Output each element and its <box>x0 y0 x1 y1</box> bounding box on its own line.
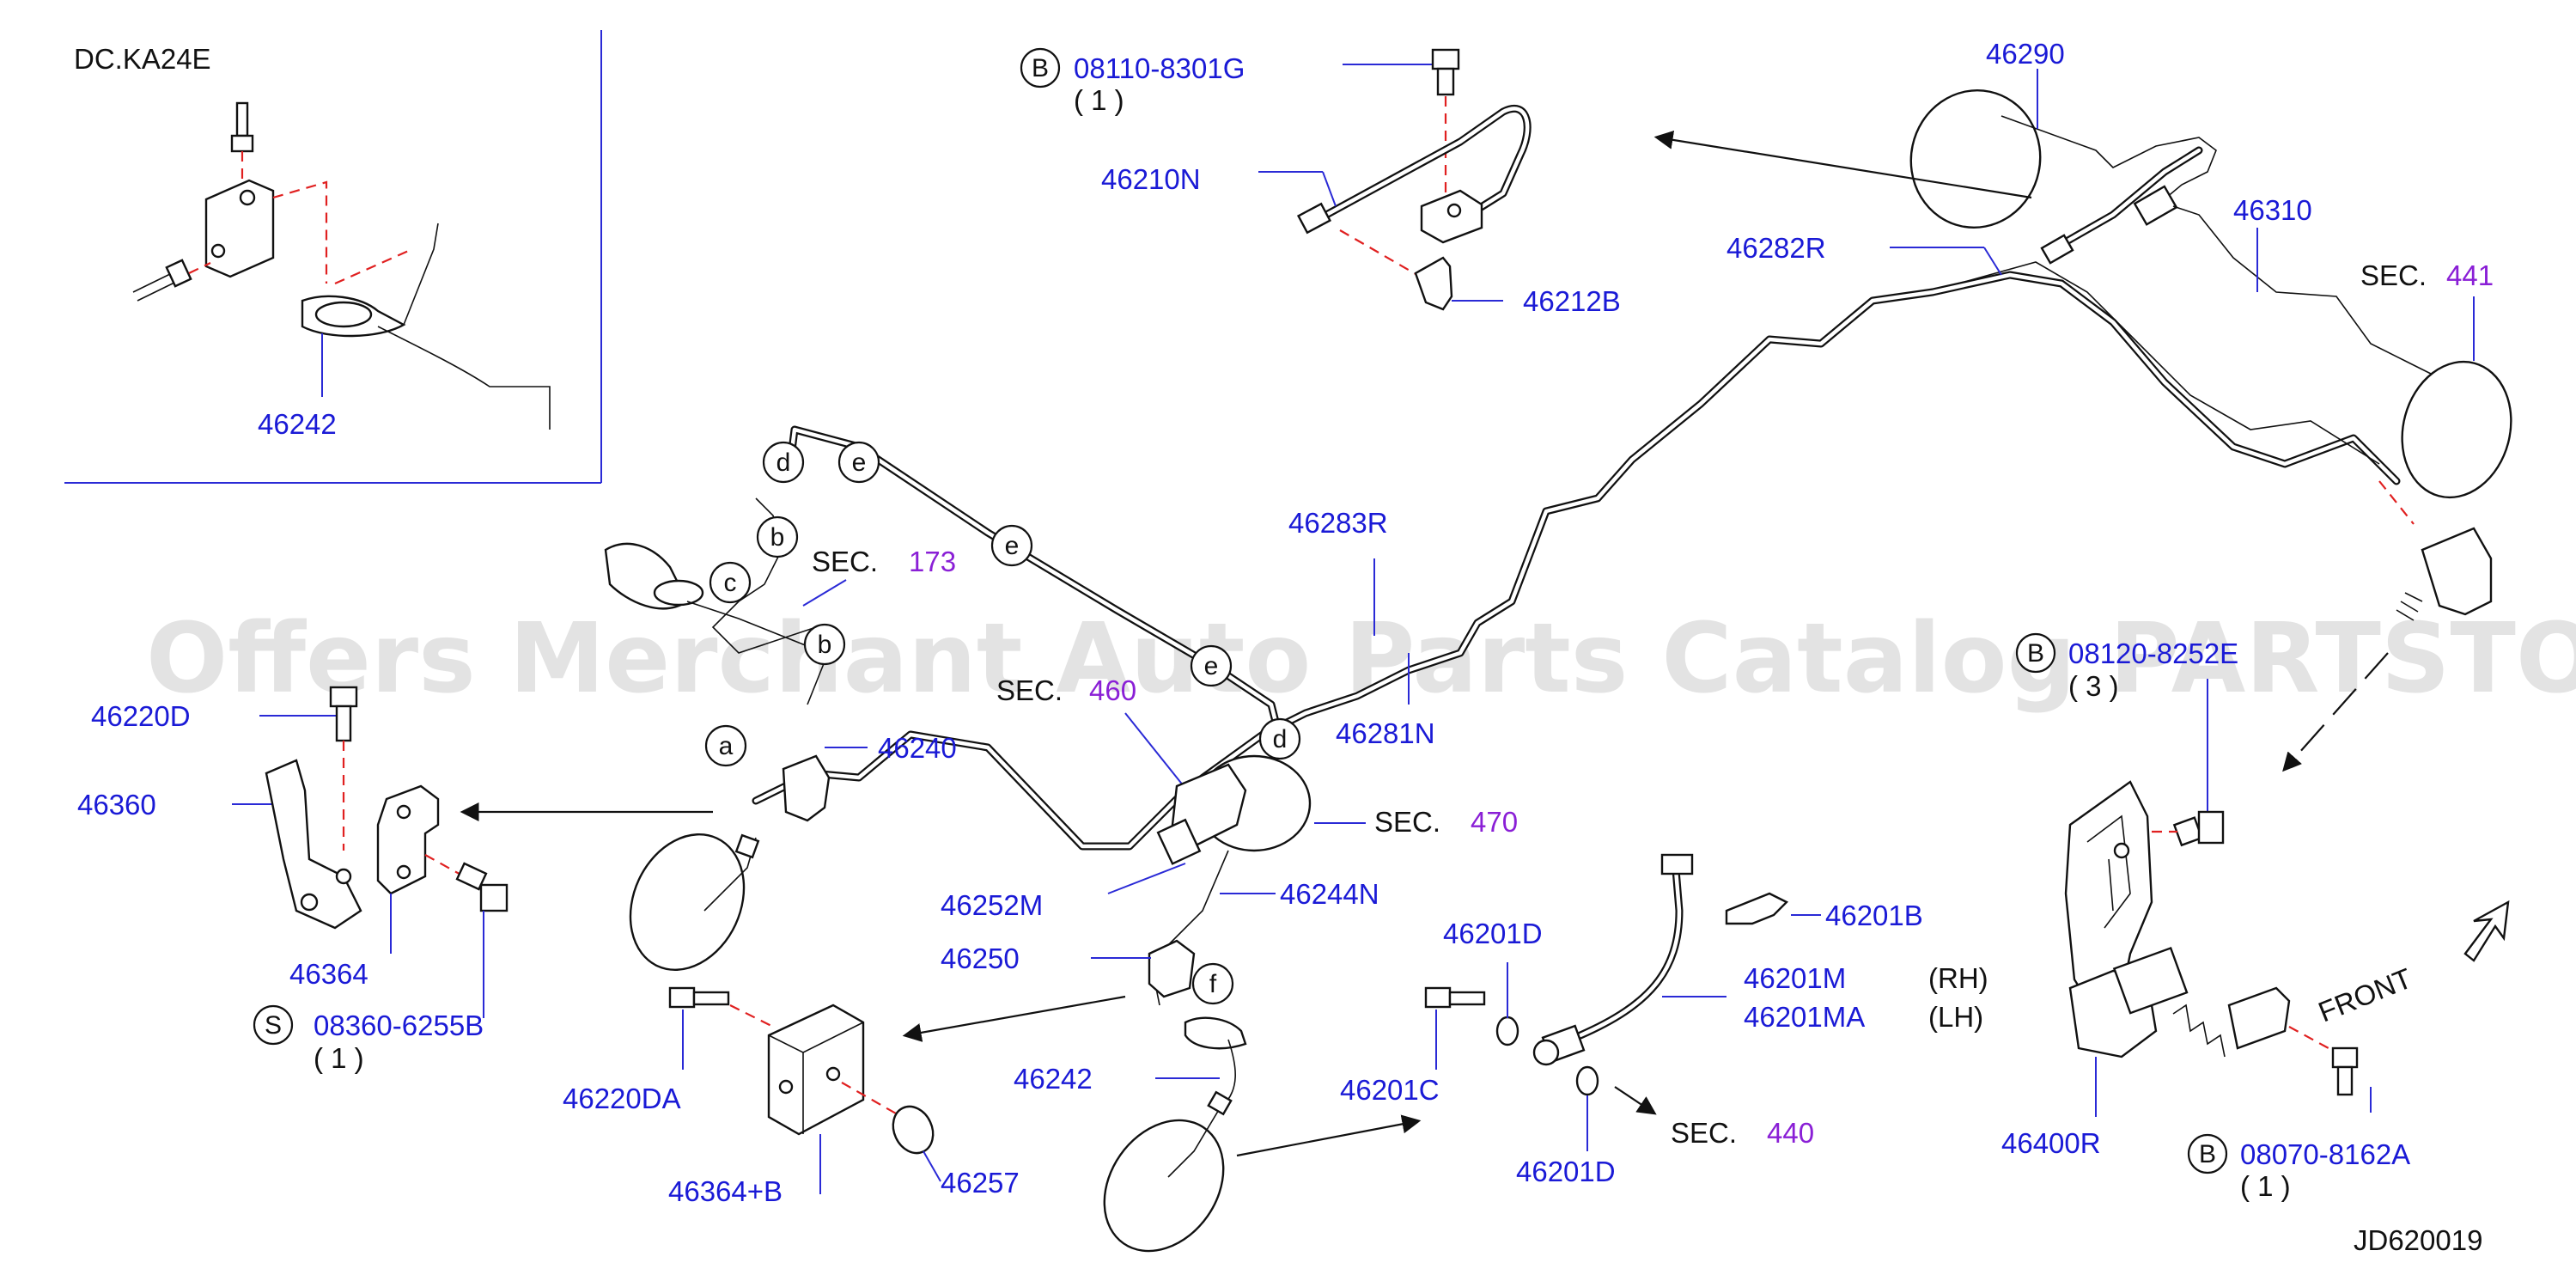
part-label-46310[interactable]: 46310 <box>2233 194 2312 226</box>
connector-d-top: d <box>776 448 791 477</box>
section-441-number[interactable]: 441 <box>2446 259 2494 291</box>
section-173-prefix: SEC. <box>812 546 878 577</box>
left-junction-assembly: 46220D 46360 46364 S 08360-6255B ( 1 ) <box>77 686 713 1074</box>
section-173-number[interactable]: 173 <box>909 546 956 577</box>
part-label-46201B[interactable]: 46201B <box>1825 900 1923 931</box>
front-pipe-assembly: B 08110-8301G ( 1 ) 46210N 46212B <box>1020 47 1621 317</box>
fastener-number-08110-8301G[interactable]: 08110-8301G <box>1074 52 1245 84</box>
connector-e-middle: e <box>1005 532 1020 560</box>
part-label-46257[interactable]: 46257 <box>941 1167 1020 1199</box>
inset-model-label: DC.KA24E <box>74 43 211 75</box>
fastener-number-08070-8162A[interactable]: 08070-8162A <box>2240 1138 2410 1170</box>
section-441-prefix: SEC. <box>2360 259 2427 291</box>
part-label-46244N[interactable]: 46244N <box>1280 878 1379 910</box>
connector-a: a <box>719 732 734 760</box>
part-label-46210N[interactable]: 46210N <box>1101 163 1201 195</box>
part-label-46201D-top[interactable]: 46201D <box>1443 918 1543 949</box>
part-label-46201D-bottom[interactable]: 46201D <box>1516 1156 1616 1187</box>
diagram-code: JD620019 <box>2354 1224 2482 1256</box>
lower-junction-assembly: 46220DA 46364+B 46257 <box>563 986 1126 1207</box>
part-label-46290[interactable]: 46290 <box>1986 38 2065 70</box>
front-right-hose-assembly: 46242 <box>1014 1016 1422 1253</box>
pointer-arrow-lower-junction <box>902 995 1126 1042</box>
note-rh: (RH) <box>1928 962 1988 994</box>
connector-e-lower: e <box>1204 652 1219 680</box>
pointer-arrow-rear-to-front <box>1653 130 2032 199</box>
fastener-number-08360-6255B[interactable]: 08360-6255B <box>314 1010 484 1041</box>
rear-hose-assembly: 46290 46310 46282R SEC. 441 <box>1726 38 2512 525</box>
part-label-46201MA[interactable]: 46201MA <box>1744 1001 1865 1033</box>
section-440-prefix: SEC. <box>1671 1117 1737 1149</box>
part-label-46250[interactable]: 46250 <box>941 943 1020 974</box>
fastener-qty-1: ( 1 ) <box>1074 84 1124 116</box>
fastener-b-marker-1: B <box>1032 54 1049 82</box>
part-label-46282R[interactable]: 46282R <box>1726 232 1826 264</box>
master-cylinder-area: 46252M 46244N 46250 <box>941 754 1379 1006</box>
section-460-prefix: SEC. <box>996 674 1063 706</box>
connector-markers: d e b c e b e a d d f <box>704 441 1301 1005</box>
part-label-46360[interactable]: 46360 <box>77 789 156 821</box>
part-label-46201M[interactable]: 46201M <box>1744 962 1846 994</box>
fastener-qty-4: ( 1 ) <box>2240 1170 2291 1202</box>
part-label-46364[interactable]: 46364 <box>289 958 368 990</box>
part-label-46220DA[interactable]: 46220DA <box>563 1083 681 1114</box>
pointer-arrow-valve <box>2282 652 2389 772</box>
section-references-center: SEC. 173 SEC. 460 SEC. 470 <box>802 546 1518 838</box>
pointer-arrow-front-hose <box>1236 1114 1422 1157</box>
fastener-s-marker-2: S <box>265 1011 282 1040</box>
fastener-qty-2: ( 1 ) <box>314 1042 364 1074</box>
part-label-46252M[interactable]: 46252M <box>941 889 1043 921</box>
fastener-qty-3: ( 3 ) <box>2068 670 2119 702</box>
section-460-number[interactable]: 460 <box>1089 674 1136 706</box>
part-label-46400R[interactable]: 46400R <box>2001 1127 2101 1159</box>
note-lh: (LH) <box>1928 1001 1983 1033</box>
section-470-number[interactable]: 470 <box>1471 806 1518 838</box>
fastener-b-marker-4: B <box>2199 1140 2216 1168</box>
fastener-b-marker-3: B <box>2027 639 2044 668</box>
part-label-46364B[interactable]: 46364+B <box>668 1175 783 1207</box>
part-label-46201C[interactable]: 46201C <box>1340 1074 1440 1106</box>
fastener-number-08120-8252E[interactable]: 08120-8252E <box>2068 638 2238 669</box>
connector-b-lower: b <box>818 631 832 659</box>
inset-panel: DC.KA24E 46242 <box>64 30 602 484</box>
section-440-number[interactable]: 440 <box>1767 1117 1814 1149</box>
connector-b-upper: b <box>770 523 785 552</box>
connector-d-upper: d <box>1273 725 1288 753</box>
brake-hose-detail: 46201B 46201D 46201M 46201MA (RH) (LH) 4… <box>1340 853 1988 1187</box>
part-label-46242-inset[interactable]: 46242 <box>258 408 337 440</box>
part-label-46212B[interactable]: 46212B <box>1523 285 1621 317</box>
front-left-hose-assembly: 46240 <box>629 732 957 972</box>
connector-f: f <box>1209 970 1217 998</box>
part-label-46240[interactable]: 46240 <box>878 732 957 764</box>
part-label-46283R[interactable]: 46283R <box>1288 507 1388 539</box>
orientation-front-label: FRONT <box>2314 962 2416 1028</box>
connector-e-top: e <box>852 448 867 477</box>
part-label-46220D[interactable]: 46220D <box>91 700 191 732</box>
front-direction-arrow-icon <box>2463 900 2510 962</box>
part-label-46281N[interactable]: 46281N <box>1336 717 1435 749</box>
pointer-arrow-sec-440 <box>1614 1086 1657 1115</box>
section-470-prefix: SEC. <box>1374 806 1440 838</box>
part-label-46242-main[interactable]: 46242 <box>1014 1063 1093 1095</box>
connector-c: c <box>724 569 737 597</box>
